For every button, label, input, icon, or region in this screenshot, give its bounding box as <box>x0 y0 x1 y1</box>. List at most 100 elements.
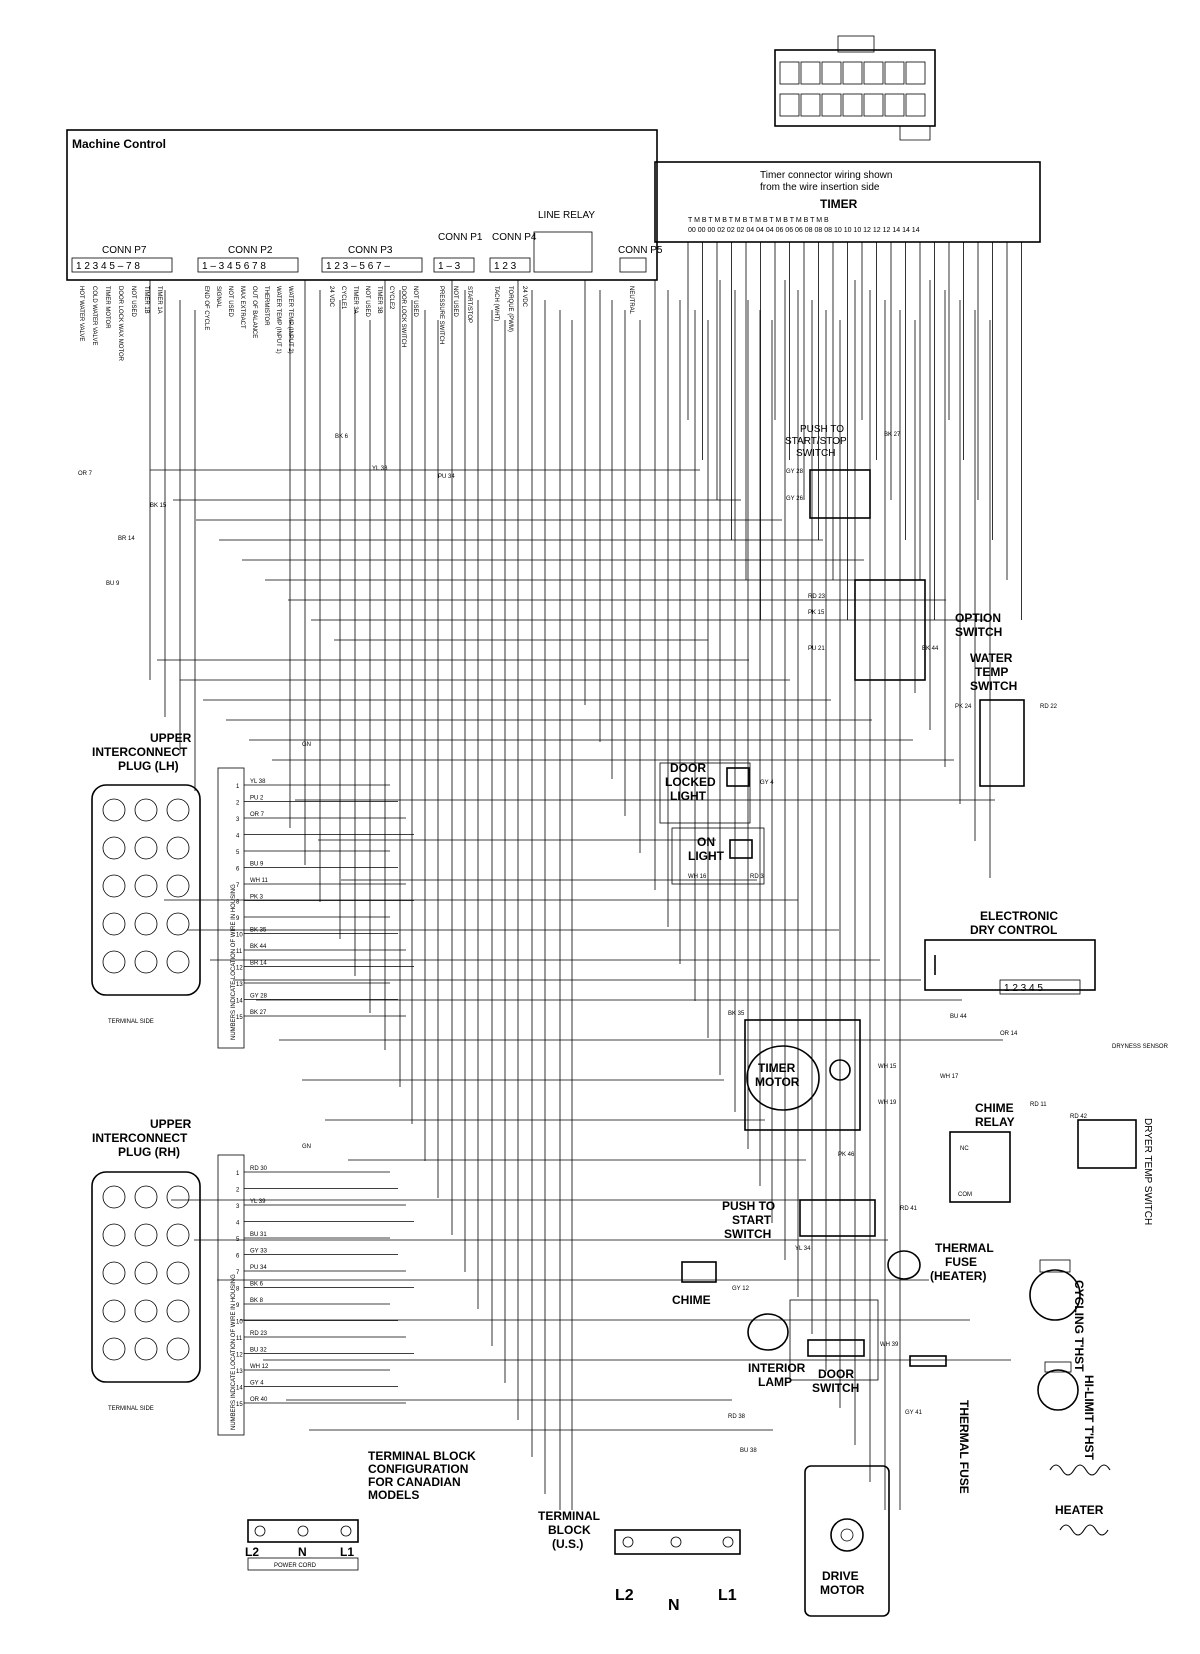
plug-rh-title-1: UPPER <box>150 1117 192 1131</box>
thermal-fuse: THERMAL FUSE GY 41 <box>905 1355 971 1494</box>
plug-pin-number: 4 <box>236 1221 240 1227</box>
option-switch-label-2: SWITCH <box>955 625 1002 639</box>
connector-wire-name: DOOR LOCK WAX MOTOR <box>117 286 123 362</box>
plug-pin <box>166 912 190 936</box>
plug-wire-label: OR 7 <box>250 812 265 818</box>
on-light: ON LIGHT WH 16 RD 3 <box>671 827 765 885</box>
connector-wire-name: HOT WATER VALVE <box>78 286 84 341</box>
chime-relay-label-1: CHIME <box>975 1101 1014 1115</box>
water-temp-label-3: SWITCH <box>970 679 1017 693</box>
canada-n-label: N <box>298 1545 307 1559</box>
chime-relay-nc: NC <box>960 1146 969 1152</box>
plug-wire-label: OR 40 <box>250 1397 268 1403</box>
push-to-start-label-1: PUSH TO <box>722 1199 775 1213</box>
wire-label-pk24: PK 24 <box>955 704 972 710</box>
plug-wire-label: RD 23 <box>250 1331 268 1337</box>
plug-pin <box>102 836 126 860</box>
push-start-stop-label-3: SWITCH <box>796 448 835 459</box>
plug-pin-number: 10 <box>236 933 243 939</box>
hi-limit-thermostat: HI-LIMIT T'HST <box>1037 1361 1096 1461</box>
plug-wire-label: YL 39 <box>250 1199 266 1205</box>
plug-wire-label: GY 28 <box>250 994 268 1000</box>
conn-p3-label: CONN P3 <box>348 245 393 256</box>
plug-wire-label: BK 44 <box>250 944 267 950</box>
connector-wire-name: NOT USED <box>412 286 418 318</box>
wire-label-gy41: GY 41 <box>905 1410 923 1416</box>
thermal-fuse-heater-label-3: (HEATER) <box>930 1269 986 1283</box>
terminal-block-us-label-3: (U.S.) <box>552 1537 583 1551</box>
door-locked-label-3: LIGHT <box>670 789 707 803</box>
plug-wire-label: BK 6 <box>250 1282 264 1288</box>
push-start-stop-label-1: PUSH TO <box>800 424 844 435</box>
connector-wire-name: NOT USED <box>227 286 233 318</box>
connector-wire-name: TIMER 1B <box>143 286 149 314</box>
plug-pin-number: 8 <box>236 1287 240 1293</box>
wire-label-rd41: RD 41 <box>900 1206 918 1212</box>
plug-wire-label: YL 38 <box>250 779 266 785</box>
dry-control-label-1: ELECTRONIC <box>980 909 1058 923</box>
wire-label-gy12: GY 12 <box>732 1286 750 1292</box>
plug-pin <box>134 950 158 974</box>
chime-relay-com: COM <box>958 1192 972 1198</box>
plug-pin-number: 15 <box>236 1402 243 1408</box>
plug-pin <box>102 1337 126 1361</box>
conn-p5-label: CONN P5 <box>618 245 663 256</box>
connector-wire-name: TIMER MOTOR <box>104 286 110 329</box>
plug-pin-number: 13 <box>236 982 243 988</box>
dryness-sensor-label: DRYNESS SENSOR <box>1112 1044 1169 1050</box>
timer-note-2: from the wire insertion side <box>760 182 880 193</box>
plug-pin <box>134 874 158 898</box>
plug-wire-label: BK 27 <box>250 1010 267 1016</box>
p2-pins: 1 – 3 4 5 6 7 8 <box>202 261 266 272</box>
plug-pin <box>134 1223 158 1247</box>
plug-pin-number: 6 <box>236 867 240 873</box>
wire-label-rd3: RD 3 <box>750 874 764 880</box>
plug-pin <box>166 1223 190 1247</box>
plug-pin <box>166 798 190 822</box>
plug-pin-number: 3 <box>236 1204 240 1210</box>
timer-note-1: Timer connector wiring shown <box>760 170 892 181</box>
plug-rh-gn: GN <box>302 1144 311 1150</box>
push-to-start-label-2: START <box>732 1213 772 1227</box>
plug-lh-gn: GN <box>302 742 311 748</box>
plug-pin-number: 5 <box>236 850 240 856</box>
plug-lh-side-text: NUMBERS INDICATE LOCATION OF WIRE IN HOU… <box>231 884 237 1040</box>
wire-label-bk35: BK 35 <box>728 1011 745 1017</box>
wire-label-wh16: WH 16 <box>688 874 707 880</box>
connector-wire-name: PRESSURE SWITCH <box>438 286 444 344</box>
dry-control-pins: 1 2 3 4 5 <box>1004 983 1043 994</box>
thermal-fuse-heater-label-1: THERMAL <box>935 1241 994 1255</box>
chime: CHIME GY 12 <box>672 1261 750 1307</box>
plug-wire-label: BK 35 <box>250 928 267 934</box>
connector-wire-name: WATER TEMP (INPUT 2) <box>287 286 293 354</box>
plug-pin-number: 10 <box>236 1320 243 1326</box>
wire-label-bu38: BU 38 <box>740 1448 757 1454</box>
connector-wire-name: TIMER 3B <box>376 286 382 314</box>
plug-pin <box>134 1337 158 1361</box>
interior-lamp-label-2: LAMP <box>758 1375 792 1389</box>
upper-interconnect-plug-lh: UPPER INTERCONNECT PLUG (LH) TERMINAL SI… <box>91 731 414 1049</box>
connector-wire-name: THERMISTOR <box>263 286 269 326</box>
plug-wire-label: GY 33 <box>250 1249 268 1255</box>
plug-pin-number: 7 <box>236 1270 240 1276</box>
wire-label-bu9: BU 9 <box>106 581 120 587</box>
plug-pin-number: 8 <box>236 900 240 906</box>
connector-wire-name: END OF CYCLE <box>203 286 209 330</box>
water-temp-label-2: TEMP <box>975 665 1008 679</box>
timer-motor-label-1: TIMER <box>758 1061 796 1075</box>
p7-pins: 1 2 3 4 5 – 7 8 <box>76 261 140 272</box>
left-wire-labels: OR 7 BU 9 BR 14 BK 15 BK 6 YL 38 PU 34 <box>78 434 455 587</box>
plug-pin <box>102 1223 126 1247</box>
plug-rh-side-text: NUMBERS INDICATE LOCATION OF WIRE IN HOU… <box>231 1274 237 1430</box>
wire-label-yl34: YL 34 <box>795 1246 811 1252</box>
plug-pin <box>134 798 158 822</box>
heater: HEATER <box>1049 1464 1111 1536</box>
interior-lamp-label-1: INTERIOR <box>748 1361 806 1375</box>
timer-terminal-numbers: 00 00 00 02 02 02 04 04 04 06 06 06 08 0… <box>688 227 920 234</box>
connector-wire-name: TACH (WHT) <box>493 286 499 321</box>
plug-pin <box>134 1299 158 1323</box>
wire-label-rd42: RD 42 <box>1070 1114 1088 1120</box>
